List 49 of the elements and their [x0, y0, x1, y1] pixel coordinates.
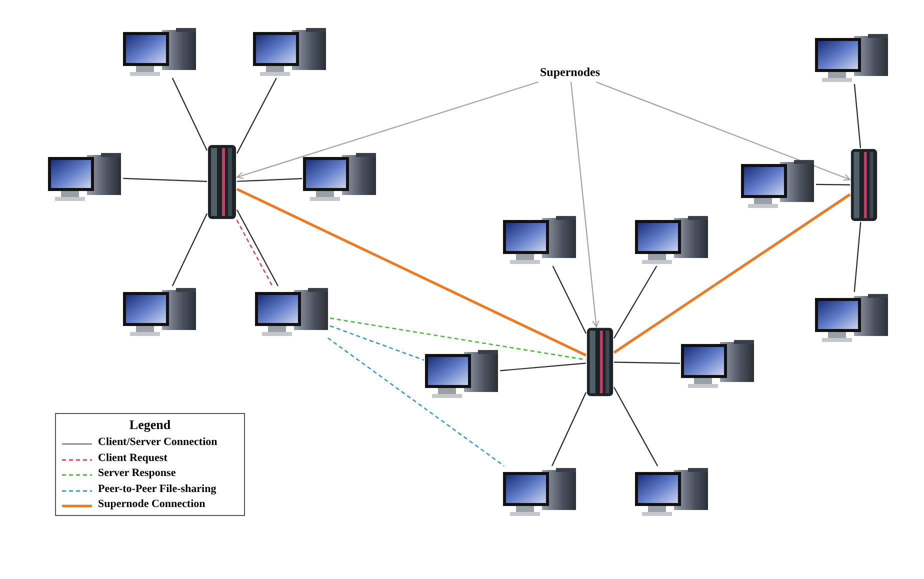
computer-icon: [252, 26, 328, 78]
computer-icon: [122, 26, 198, 78]
computer-icon: [814, 32, 890, 84]
arrow: [236, 81, 539, 179]
computer-icon: [47, 151, 123, 203]
connection-line: [614, 362, 680, 364]
computer-icon: [254, 286, 330, 338]
connection-line: [614, 387, 658, 466]
connection-line: [236, 210, 278, 286]
connection-line: [614, 266, 658, 339]
connection-line: [552, 266, 586, 334]
server-icon: [586, 327, 614, 397]
legend-item: Client Request: [98, 452, 168, 464]
legend-title: Legend: [128, 417, 172, 433]
dashed-connection-line: [330, 318, 586, 360]
computer-icon: [502, 214, 578, 266]
legend-item: Server Response: [98, 467, 176, 479]
connection-line: [500, 362, 586, 372]
computer-icon: [424, 348, 500, 400]
computer-icon: [302, 151, 378, 203]
connection-line: [122, 178, 208, 182]
legend-item: Peer-to-Peer File-sharing: [98, 482, 216, 494]
computer-icon: [122, 286, 198, 338]
dashed-connection-line: [236, 220, 273, 286]
computer-icon: [740, 158, 816, 210]
server-icon: [207, 144, 237, 220]
legend-item: Supernode Connection: [98, 498, 206, 510]
connection-line: [236, 178, 302, 182]
computer-icon: [502, 466, 578, 518]
thick-connection-line: [236, 188, 587, 356]
legend-item: Client/Server Connection: [98, 436, 218, 448]
computer-icon: [634, 214, 710, 266]
arrow: [570, 82, 600, 328]
arrow: [596, 81, 850, 181]
thick-connection-line: [613, 193, 851, 354]
server-icon: [850, 148, 878, 222]
connection-line: [854, 222, 862, 292]
connection-line: [172, 78, 208, 151]
connection-line: [854, 84, 862, 148]
connection-line: [236, 78, 277, 154]
dashed-connection-line: [330, 325, 424, 361]
connection-line: [552, 392, 586, 466]
connection-line: [172, 213, 208, 286]
computer-icon: [814, 292, 890, 344]
connection-line: [816, 184, 850, 186]
computer-icon: [634, 466, 710, 518]
callout-text: Supernodes: [526, 62, 614, 82]
dashed-connection-line: [327, 337, 505, 467]
computer-icon: [680, 338, 756, 390]
